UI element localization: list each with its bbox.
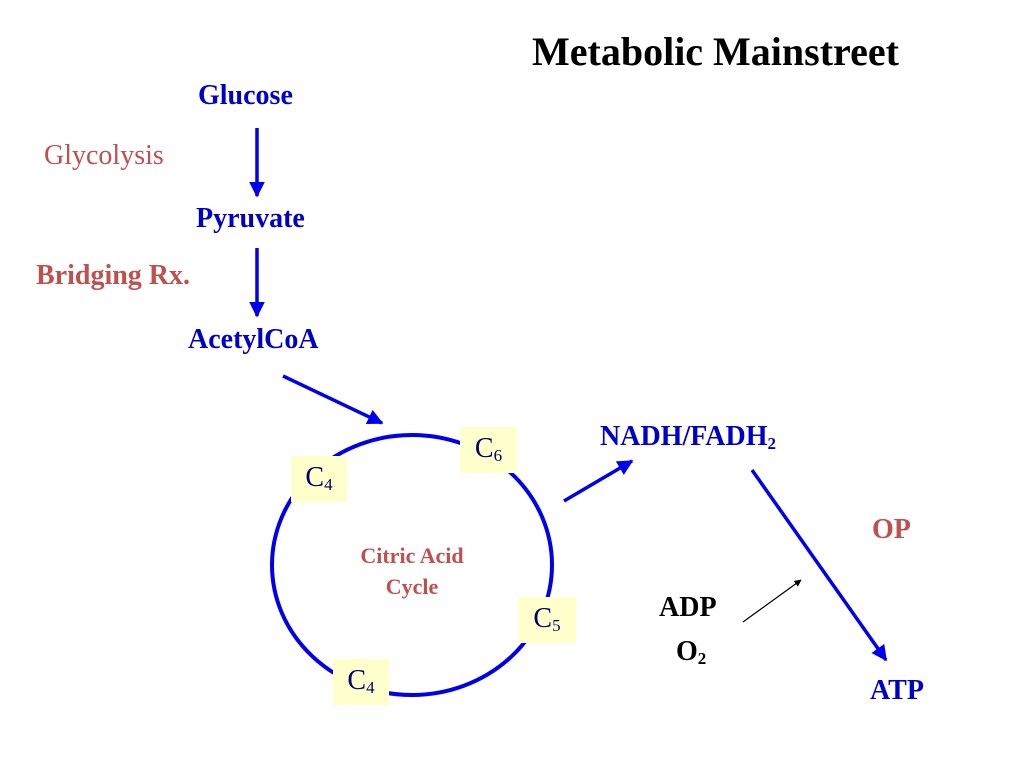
adp-label: ADP — [659, 592, 717, 623]
cycle-node-c6: C6 — [460, 427, 517, 473]
page-title: Metabolic Mainstreet — [532, 29, 899, 74]
cycle-node-c4-bottom: C4 — [333, 659, 389, 705]
cycle-node-c5: C5 — [518, 597, 576, 643]
cycle-label-line2: Cycle — [385, 574, 439, 599]
cycle-label-line1: Citric Acid — [360, 543, 464, 568]
bridging-reaction-label: Bridging Rx. — [36, 260, 191, 291]
pyruvate-label: Pyruvate — [196, 203, 305, 234]
citric-acid-cycle-label: Citric Acid Cycle — [330, 540, 494, 602]
cycle-node-c4-top: C4 — [291, 456, 347, 502]
glycolysis-label: Glycolysis — [44, 140, 164, 171]
arrow-acetylcoa-to-cycle — [282, 374, 384, 425]
oxygen-label: O2 — [676, 636, 707, 668]
arrow-adp-o2-input — [742, 579, 802, 623]
arrow-cycle-to-nadh — [563, 459, 634, 503]
arrow-nadh-to-atp — [750, 468, 888, 662]
citric-acid-cycle-ring — [270, 433, 554, 697]
glucose-label: Glucose — [198, 80, 293, 111]
atp-label: ATP — [870, 675, 924, 706]
oxidative-phosphorylation-label: OP — [872, 514, 911, 545]
nadh-fadh2-label: NADH/FADH2 — [600, 421, 776, 453]
acetylcoa-label: AcetylCoA — [188, 324, 319, 355]
